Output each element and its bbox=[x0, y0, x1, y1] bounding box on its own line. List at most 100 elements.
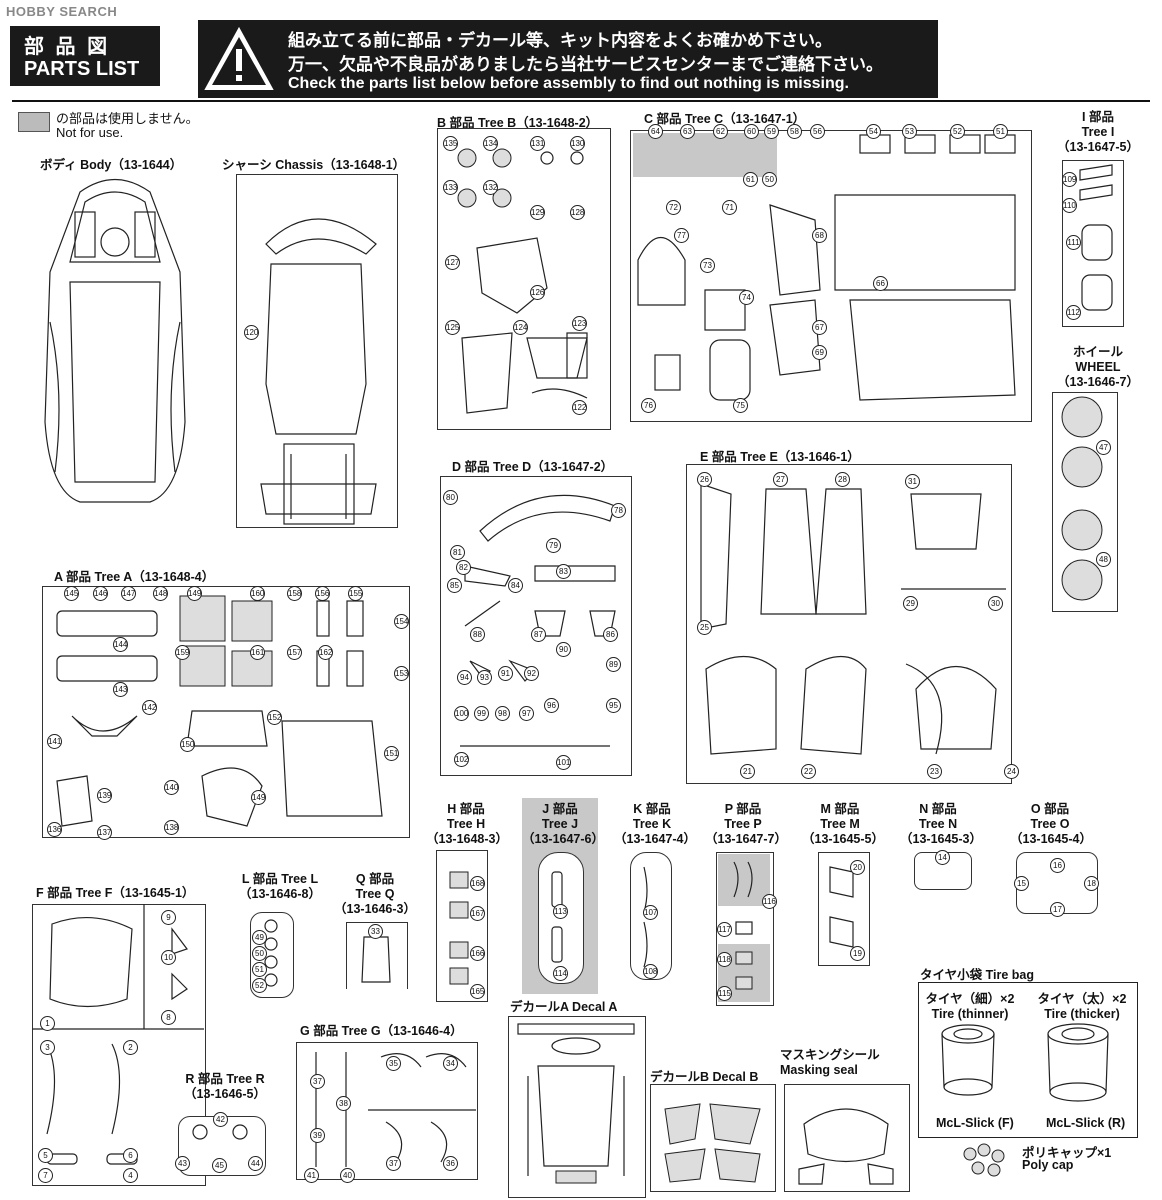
part-number: 6 bbox=[123, 1148, 138, 1163]
part-number: 99 bbox=[474, 706, 489, 721]
decal-a-label: デカールA Decal A bbox=[510, 1000, 618, 1014]
warning-banner: 組み立てる前に部品・デカール等、キット内容をよくお確かめ下さい。 万一、欠品や不… bbox=[198, 20, 938, 98]
part-number: 118 bbox=[717, 952, 732, 967]
tree-b-drawing bbox=[457, 148, 588, 414]
part-number: 102 bbox=[454, 752, 469, 767]
part-number: 69 bbox=[812, 345, 827, 360]
part-number: 107 bbox=[643, 905, 658, 920]
tree-h-label-1: H 部品 bbox=[447, 802, 485, 816]
part-number: 3 bbox=[40, 1040, 55, 1055]
tree-p-label-1: P 部品 bbox=[724, 802, 762, 816]
part-number: 5 bbox=[38, 1148, 53, 1163]
part-number: 29 bbox=[903, 596, 918, 611]
part-number: 26 bbox=[697, 472, 712, 487]
tree-i-label-3: （13-1647-5） bbox=[1057, 140, 1139, 154]
tree-f-label: F 部品 Tree F（13-1645-1） bbox=[36, 886, 195, 900]
tree-m-label-3: （13-1645-5） bbox=[802, 832, 884, 846]
decal-b-label: デカールB Decal B bbox=[650, 1070, 759, 1084]
tree-q-label: Q 部品 Tree Q （13-1646-3） bbox=[330, 872, 420, 917]
tree-o-label-3: （13-1645-4） bbox=[1010, 832, 1092, 846]
part-number: 127 bbox=[445, 255, 460, 270]
tree-g-drawing bbox=[315, 1052, 476, 1167]
part-number: 88 bbox=[470, 627, 485, 642]
part-number: 131 bbox=[530, 136, 545, 151]
part-number: 67 bbox=[812, 320, 827, 335]
part-number: 142 bbox=[142, 700, 157, 715]
part-number: 52 bbox=[950, 124, 965, 139]
not-for-use-swatch bbox=[18, 112, 50, 132]
part-number: 124 bbox=[513, 320, 528, 335]
part-number: 40 bbox=[340, 1168, 355, 1183]
decal-a-drawing bbox=[517, 1023, 635, 1184]
part-number: 2 bbox=[123, 1040, 138, 1055]
tree-p-unused-top bbox=[718, 854, 770, 906]
tire-thin-jp: タイヤ（細）×2 bbox=[925, 992, 1015, 1006]
part-number: 34 bbox=[443, 1056, 458, 1071]
tree-m-label-1: M 部品 bbox=[820, 802, 860, 816]
part-number: 165 bbox=[470, 984, 485, 999]
tree-k-label: K 部品 Tree K （13-1647-4） bbox=[614, 802, 696, 847]
part-number: 17 bbox=[1050, 902, 1065, 917]
tree-b-label: B 部品 Tree B（13-1648-2） bbox=[437, 116, 599, 130]
part-number: 53 bbox=[902, 124, 917, 139]
part-number: 128 bbox=[570, 205, 585, 220]
tire-thick-label: タイヤ（太）×2 Tire (thicker) bbox=[1030, 992, 1134, 1022]
part-number: 149 bbox=[187, 586, 202, 601]
tree-o-label: O 部品 Tree O （13-1645-4） bbox=[1010, 802, 1092, 847]
part-number: 20 bbox=[850, 860, 865, 875]
tree-c-unused-area bbox=[633, 133, 777, 177]
tree-r-label-1: R 部品 Tree R bbox=[185, 1072, 265, 1086]
tree-n-label-2: Tree N bbox=[918, 817, 958, 831]
part-number: 86 bbox=[603, 627, 618, 642]
part-number: 85 bbox=[447, 578, 462, 593]
part-number: 18 bbox=[1084, 876, 1099, 891]
part-number: 129 bbox=[530, 205, 545, 220]
part-number: 63 bbox=[680, 124, 695, 139]
wheel-label: ホイール WHEEL （13-1646-7） bbox=[1048, 345, 1148, 390]
part-number: 39 bbox=[310, 1128, 325, 1143]
tree-o-label-2: Tree O bbox=[1030, 817, 1070, 831]
tree-m-label-2: Tree M bbox=[820, 817, 860, 831]
part-number: 30 bbox=[988, 596, 1003, 611]
title-jp: 部 品 図 bbox=[24, 36, 111, 58]
part-number: 94 bbox=[457, 670, 472, 685]
watermark: HOBBY SEARCH bbox=[6, 4, 118, 19]
part-number: 35 bbox=[386, 1056, 401, 1071]
part-number: 153 bbox=[394, 666, 409, 681]
part-number: 68 bbox=[812, 228, 827, 243]
part-number: 58 bbox=[787, 124, 802, 139]
masking-seal-label-2: Masking seal bbox=[780, 1063, 858, 1077]
part-number: 52 bbox=[252, 978, 267, 993]
part-number: 134 bbox=[483, 136, 498, 151]
part-number: 97 bbox=[519, 706, 534, 721]
part-number: 133 bbox=[443, 180, 458, 195]
warning-text-en: Check the parts list below before assemb… bbox=[288, 75, 849, 92]
masking-seal-label-1: マスキングシール bbox=[780, 1048, 880, 1062]
tree-p-drawing bbox=[733, 861, 753, 990]
part-number: 44 bbox=[248, 1156, 263, 1171]
tree-h-drawing bbox=[449, 871, 469, 985]
part-number: 45 bbox=[212, 1158, 227, 1173]
part-number: 122 bbox=[572, 400, 587, 415]
part-number: 50 bbox=[762, 172, 777, 187]
tree-b-frame bbox=[437, 128, 611, 430]
part-number: 147 bbox=[121, 586, 136, 601]
polycap-en: Poly cap bbox=[1022, 1158, 1074, 1172]
tree-a-label: A 部品 Tree A（13-1648-4） bbox=[54, 570, 215, 584]
part-number: 116 bbox=[762, 894, 777, 909]
part-number: 120 bbox=[244, 325, 259, 340]
part-number: 16 bbox=[1050, 858, 1065, 873]
part-number: 36 bbox=[443, 1156, 458, 1171]
part-number: 64 bbox=[648, 124, 663, 139]
part-number: 151 bbox=[384, 746, 399, 761]
tree-f-drawing bbox=[32, 904, 204, 1165]
part-number: 111 bbox=[1066, 235, 1081, 250]
tree-j-label-2: Tree J bbox=[541, 817, 579, 831]
part-number: 91 bbox=[498, 666, 513, 681]
part-number: 98 bbox=[495, 706, 510, 721]
part-number: 27 bbox=[773, 472, 788, 487]
tire-thick-jp: タイヤ（太）×2 bbox=[1037, 992, 1127, 1006]
part-number: 49 bbox=[252, 930, 267, 945]
tree-l-label-1: L 部品 Tree L bbox=[241, 872, 319, 886]
tree-i-drawing bbox=[1079, 164, 1113, 311]
